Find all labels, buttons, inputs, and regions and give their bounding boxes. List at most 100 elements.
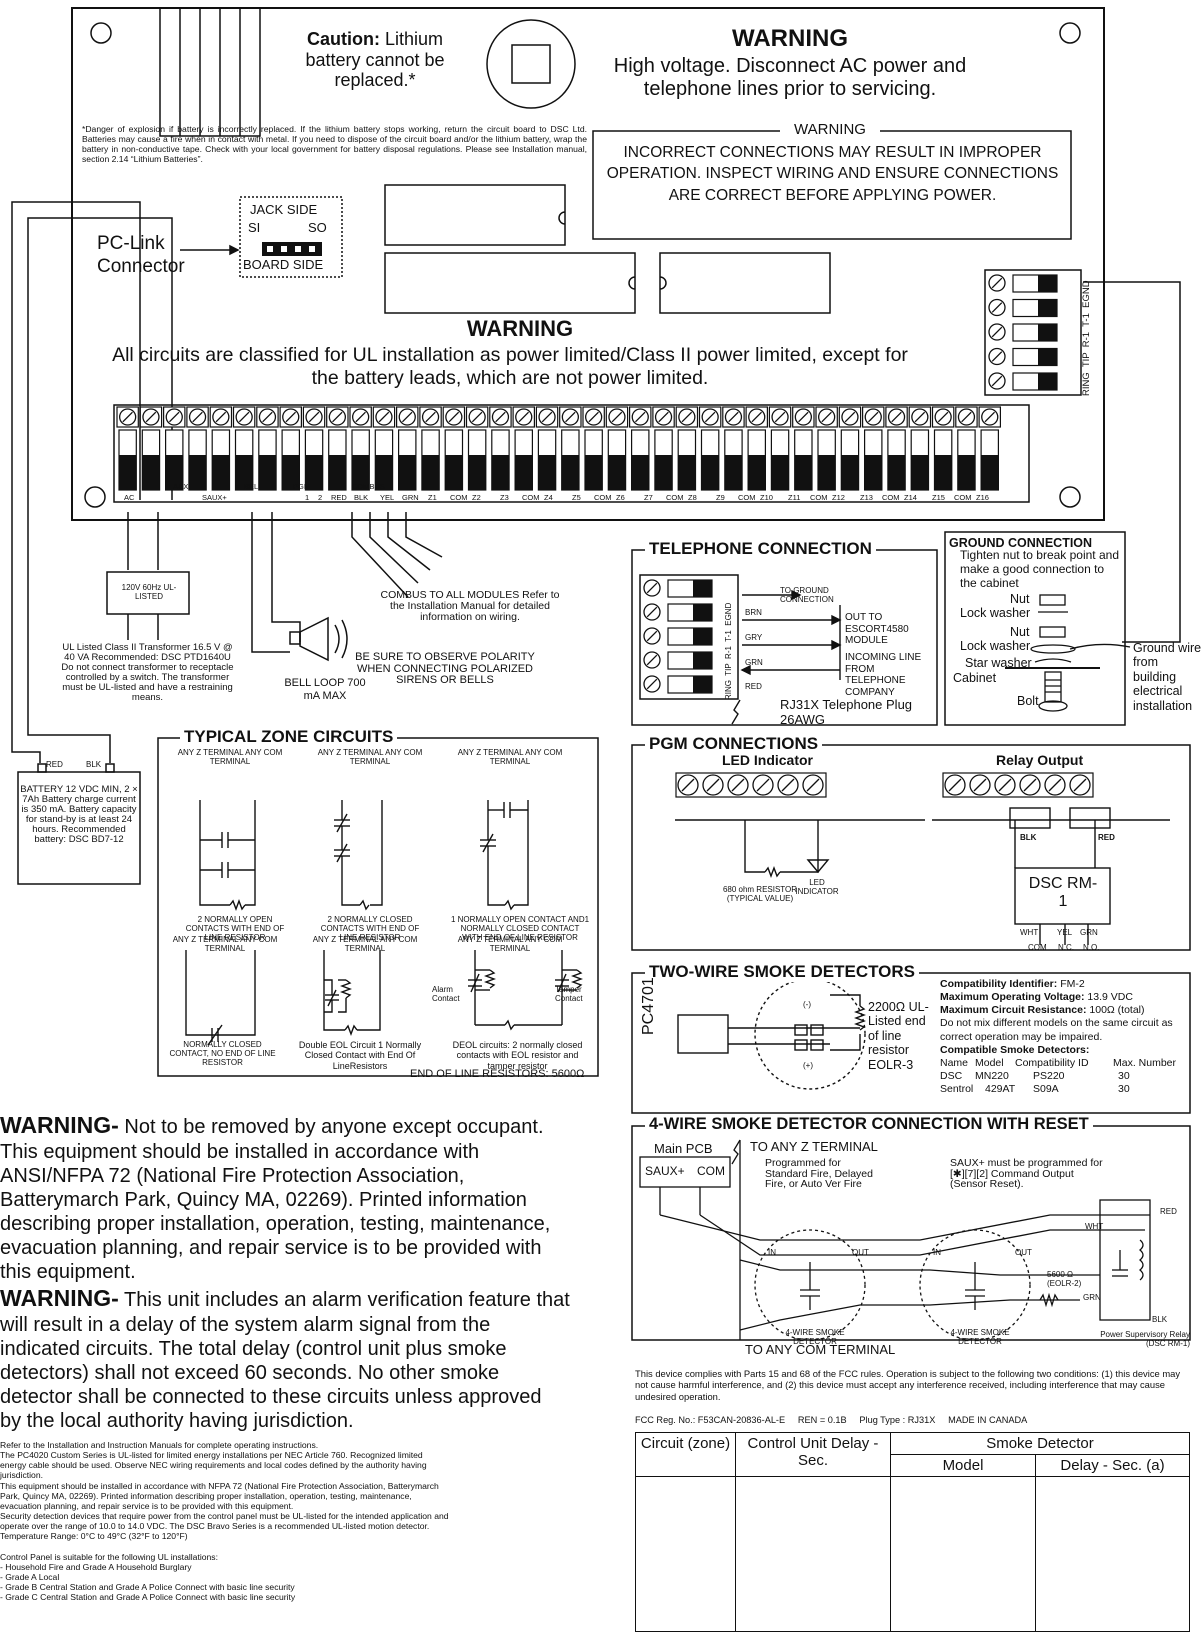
- caution-text: Lithium battery cannot be replaced.*: [305, 29, 445, 91]
- warning-line: ANSI/NFPA 72 (National Fire Protection A…: [0, 1164, 465, 1187]
- warning-line: detectors) shall not exceed 60 seconds. …: [0, 1361, 500, 1384]
- terminal-label: Z8: [688, 493, 697, 502]
- combus-label: COMBUS TO ALL MODULES Refer to the Insta…: [380, 589, 560, 624]
- note-line: evacuation planning, and repair service …: [0, 1500, 294, 1511]
- four-wire-smoke-title: 4-WIRE SMOKE DETECTOR CONNECTION WITH RE…: [645, 1115, 1093, 1134]
- eolr2-label: 5600 Ω (EOLR-2): [1047, 1270, 1082, 1289]
- main-pcb-label: Main PCB: [654, 1141, 713, 1156]
- battery-blk-label: BLK: [86, 760, 102, 769]
- out-label-1: OUT: [852, 1248, 869, 1257]
- delay-cell: [1035, 1476, 1190, 1632]
- pgm-title: PGM CONNECTIONS: [645, 734, 823, 754]
- terminal-label: COMBUS: [352, 482, 385, 491]
- blk-label-4w: BLK: [1152, 1315, 1168, 1324]
- fcc-reg: FCC Reg. No.: F53CAN-20836-AL-E REN = 0.…: [635, 1415, 1028, 1425]
- phone-panel-labels: RING TIP R-1 T-1 EGND: [724, 602, 733, 700]
- warning-line: detector shall be connected to these cir…: [0, 1385, 542, 1408]
- detector-label-2: 4-WIRE SMOKE DETECTOR: [950, 1328, 1010, 1347]
- zone-terminals-1: ANY Z TERMINAL ANY COM TERMINAL: [177, 748, 283, 767]
- saux-label: SAUX+: [645, 1164, 685, 1178]
- led-label: LED INDICATOR: [795, 878, 839, 897]
- lock-washer-label-2: Lock washer: [960, 639, 1031, 653]
- ul-warning-text: All circuits are classified for UL insta…: [112, 344, 908, 390]
- terminal-label: Z12: [832, 493, 845, 502]
- detector-label-1: 4-WIRE SMOKE DETECTOR: [785, 1328, 845, 1347]
- zone-terminals-2: ANY Z TERMINAL ANY COM TERMINAL: [317, 748, 423, 767]
- terminal-label: Z1: [428, 493, 437, 502]
- relay-output-title: Relay Output: [996, 752, 1084, 768]
- delay-cell: [635, 1476, 736, 1632]
- note-line: Control Panel is suitable for the follow…: [0, 1551, 218, 1562]
- note-line: energy cable should be used. Observe NEC…: [0, 1460, 427, 1471]
- hv-warning-text: High voltage. Disconnect AC power and te…: [613, 55, 967, 100]
- terminal-block-screws: [116, 406, 1001, 491]
- pgm-terminal-screws: [675, 772, 1094, 798]
- red-label-4w: RED: [1160, 1207, 1177, 1216]
- nut-label-2: Nut: [1010, 625, 1030, 639]
- battery-info: BATTERY 12 VDC MIN, 2 × 7Ah Battery char…: [20, 784, 138, 845]
- terminal-label: BELL: [244, 482, 263, 491]
- delay-table: Circuit (zone) Control Unit Delay - Sec.…: [635, 1432, 1190, 1632]
- rj31x-label: RJ31X Telephone Plug 26AWG: [780, 697, 913, 727]
- ground-title: GROUND CONNECTION: [949, 536, 1093, 551]
- incoming-line-label: INCOMING LINE FROM TELEPHONE COMPANY: [845, 652, 922, 698]
- note-line: - Grade C Central Station and Grade A Po…: [0, 1592, 296, 1603]
- red-label: RED: [745, 682, 762, 691]
- alarm-contact-label: Alarm Contact: [432, 985, 460, 1004]
- terminal-label: BLK: [354, 493, 369, 502]
- pclink-label: PC-Link Connector: [97, 233, 185, 277]
- zone-circuit-6-caption: DEOL circuits: 2 normally closed contact…: [452, 1040, 583, 1071]
- jack-side-label: JACK SIDE: [250, 202, 318, 217]
- grn-label-4w: GRN: [1083, 1293, 1101, 1302]
- caution-label: Caution:: [306, 29, 380, 49]
- delay-header: Delay - Sec. (a): [1035, 1454, 1190, 1477]
- terminal-label: 2: [318, 493, 323, 502]
- out-label-2: OUT: [1015, 1248, 1032, 1257]
- nc-label: N.C.: [1058, 943, 1074, 952]
- led-indicator-title: LED Indicator: [722, 752, 814, 768]
- ul-warning-title: WARNING: [466, 316, 574, 341]
- zone-terminals-5: ANY Z TERMINAL ANY COM TERMINAL: [312, 935, 418, 954]
- note-line: operate over the range of 10.0 to 14.0 V…: [0, 1521, 430, 1532]
- ground-wire-label: Ground wire from building electrical ins…: [1133, 641, 1202, 713]
- note-line: Temperature Range: 0°C to 49°C (32°F to …: [0, 1531, 188, 1542]
- terminal-label: COM: [594, 493, 612, 502]
- terminal-label: COM: [810, 493, 828, 502]
- warning-line: WARNING- Not to be removed by anyone exc…: [0, 1112, 544, 1138]
- telephone-title: TELEPHONE CONNECTION: [645, 539, 876, 559]
- no-label: N.O.: [1083, 943, 1100, 952]
- brn-label: BRN: [745, 608, 762, 617]
- ground-intro: Tighten nut to break point and make a go…: [960, 548, 1119, 590]
- terminal-label: SAUX+: [202, 493, 227, 502]
- red-label-pgm: RED: [1098, 833, 1115, 842]
- warning-line: describing proper installation, operatio…: [0, 1212, 551, 1235]
- circuit-header: Circuit (zone): [635, 1432, 736, 1477]
- smoke-specs: Compatibility Identifier: FM-2 Maximum O…: [940, 978, 1177, 1095]
- model-header: Model: [890, 1454, 1036, 1477]
- installation-notes: Refer to the Installation and Instructio…: [0, 1440, 610, 1602]
- resistor-label: 680 ohm RESISTOR (TYPICAL VALUE): [722, 885, 798, 904]
- incorrect-warning-text: INCORRECT CONNECTIONS MAY RESULT IN IMPR…: [606, 144, 1059, 204]
- bell-loop-label: BELL LOOP 700 mA MAX: [284, 677, 366, 702]
- incorrect-warning-title: WARNING: [780, 121, 880, 139]
- com-label-pgm: COM: [1028, 943, 1047, 952]
- terminal-label: COM: [666, 493, 684, 502]
- terminal-label: Z15: [932, 493, 945, 502]
- note-line: Park, Quincy MA, 02269). Printed informa…: [0, 1490, 412, 1501]
- to-any-z-label: TO ANY Z TERMINAL: [750, 1139, 878, 1154]
- hv-warning-title: WARNING: [732, 25, 848, 52]
- note-line: Security detection devices that require …: [0, 1510, 449, 1521]
- terminal-label: COM: [738, 493, 756, 502]
- warning-line: by the local authority having jurisdicti…: [0, 1409, 354, 1432]
- note-line: jurisdiction.: [0, 1470, 43, 1481]
- to-ground-label: TO GROUND CONNECTION: [780, 586, 834, 605]
- fcc-text: This device complies with Parts 15 and 6…: [635, 1368, 1181, 1402]
- zone-circuit-4-caption: NORMALLY CLOSED CONTACT, NO END OF LINE …: [169, 1040, 276, 1068]
- lock-washer-label-1: Lock washer: [960, 606, 1031, 620]
- zone-circuit-3-caption: 1 NORMALLY OPEN CONTACT AND1 NORMALLY CL…: [450, 915, 590, 943]
- note-line: - Grade A Local: [0, 1571, 60, 1582]
- warning-2: WARNING- This unit includes an alarm ver…: [0, 1285, 625, 1433]
- gry-label: GRY: [745, 633, 763, 642]
- terminal-label: 1: [305, 493, 310, 502]
